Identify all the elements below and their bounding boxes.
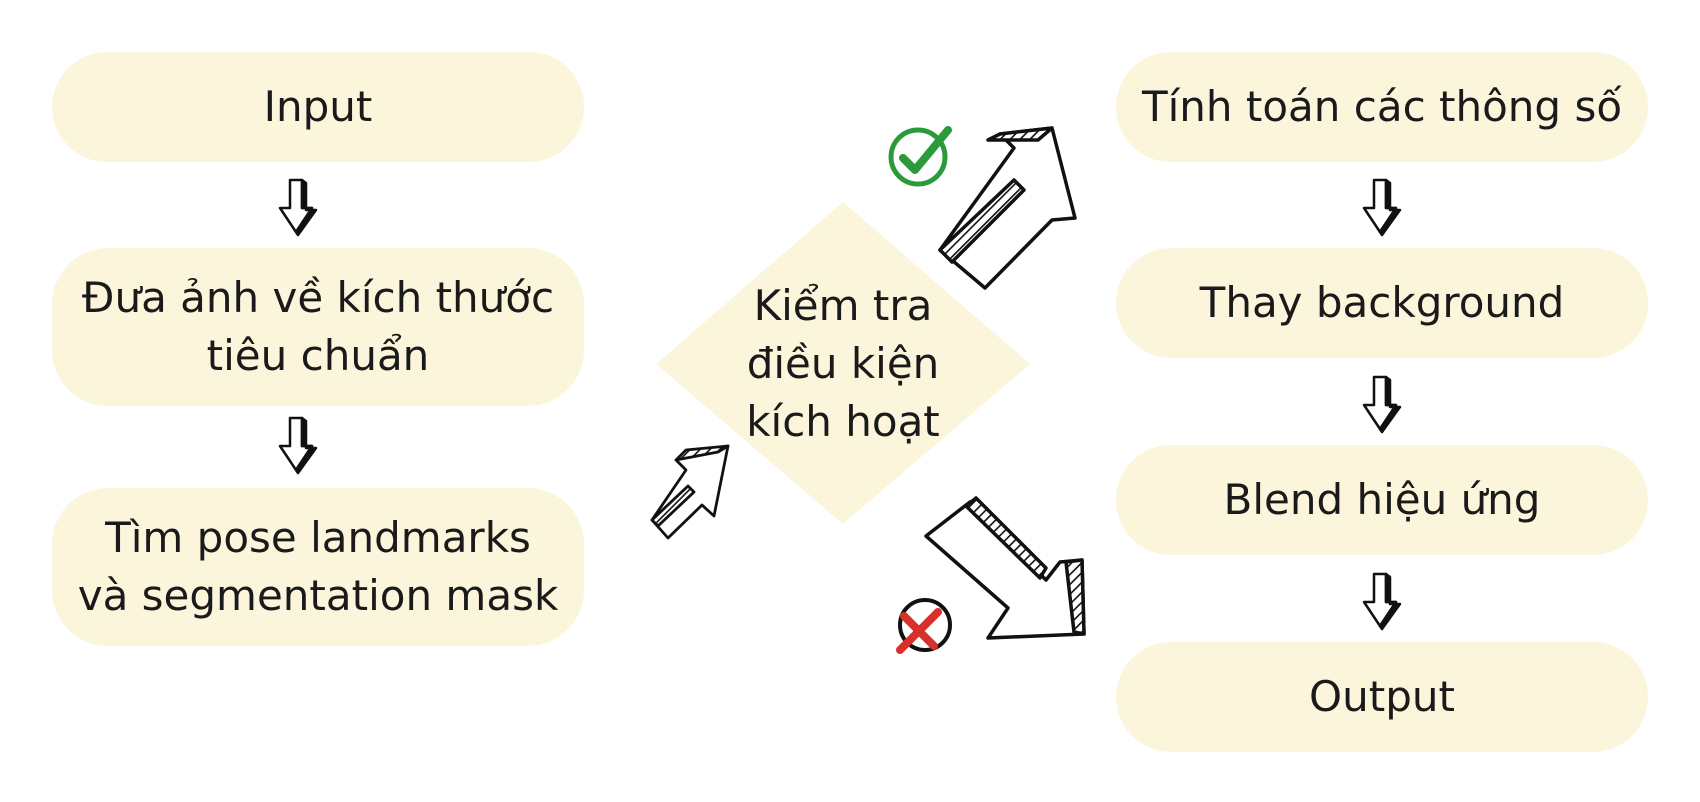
cross-circle-icon [896, 598, 952, 654]
output-box: Output [1116, 642, 1648, 752]
pose-label-line1: Tìm pose landmarks [105, 513, 531, 563]
compute-box: Tính toán các thông số [1116, 52, 1648, 162]
down-arrow-icon [1362, 178, 1402, 237]
down-arrow-icon [278, 178, 318, 237]
arrow-no-icon [924, 496, 1086, 640]
arrow-yes-icon [938, 126, 1077, 290]
pose-label-line2: và segmentation mask [77, 571, 559, 620]
output-label: Output [1309, 672, 1455, 722]
compute-label: Tính toán các thông số [1141, 82, 1623, 132]
decision-label: Kiểm tra điều kiện kích hoạt [713, 270, 973, 458]
decision-line1: Kiểm tra [753, 281, 933, 331]
decision-diamond [656, 202, 1030, 524]
background-label: Thay background [1199, 278, 1565, 328]
input-label: Input [263, 82, 373, 132]
decision-line2: điều kiện [746, 339, 940, 389]
input-box: Input [52, 52, 584, 162]
check-circle-icon [888, 126, 952, 187]
down-arrow-icon [1362, 375, 1402, 434]
down-arrow-icon [1362, 572, 1402, 631]
down-arrow-icon [278, 416, 318, 475]
arrow-into-decision-icon [650, 444, 730, 540]
background-box: Thay background [1116, 248, 1648, 358]
pose-box: Tìm pose landmarks và segmentation mask [52, 488, 584, 646]
decision-line3: kích hoạt [746, 396, 940, 446]
blend-box: Blend hiệu ứng [1116, 445, 1648, 555]
resize-label-line1: Đưa ảnh về kích thước [81, 273, 555, 323]
resize-label-line2: tiêu chuẩn [206, 331, 430, 380]
resize-box: Đưa ảnh về kích thước tiêu chuẩn [52, 248, 584, 406]
blend-label: Blend hiệu ứng [1223, 475, 1541, 525]
